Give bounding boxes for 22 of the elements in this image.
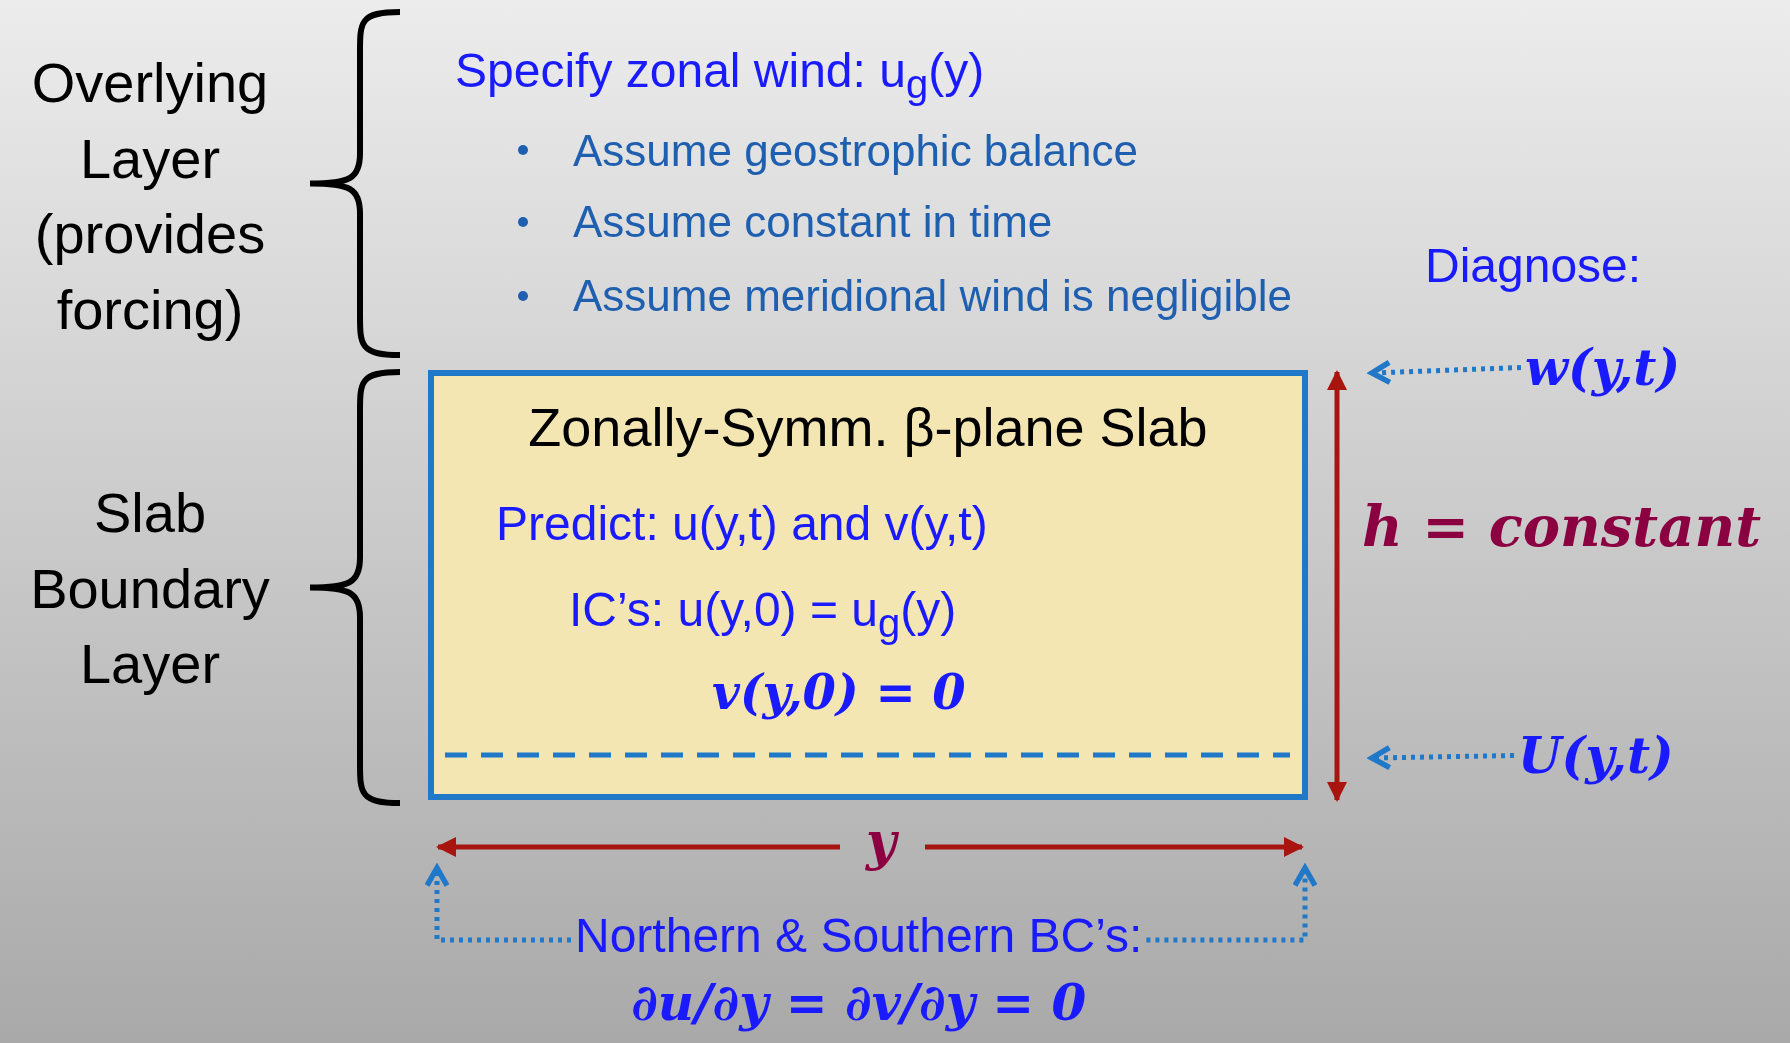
bullet-text: Assume constant in time [573,198,1053,247]
math-label: h = constant [1362,496,1762,558]
equation-text: Predict: u(y,t) and v(y,t) [496,498,988,551]
bullet-text: Assume meridional wind is negligible [573,272,1293,321]
bullet-text: Assume geostrophic balance [573,127,1138,176]
math-label: U(y,t) [1518,728,1674,783]
dotted-arrow [1369,744,1515,771]
boundary-condition-text: Northern & Southern BC’s: [575,910,1143,963]
dotted-arrow [1369,359,1522,386]
layer-label: Overlying Layer (provides forcing) [30,50,270,343]
heading-text: Diagnose: [1425,240,1642,293]
heading-text: Specify zonal wind: u$_{g}$(y) [455,45,985,106]
box-title: Zonally-Symm. β-plane Slab [527,398,1209,458]
dotted-arrow [424,865,571,943]
math-label: y [866,812,897,870]
layer-label: Slab Boundary Layer [29,480,271,698]
dotted-arrow [1146,865,1318,943]
equation-text: v(y,0) = 0 [712,666,966,719]
slab-box [428,370,1308,800]
math-label: w(y,t) [1525,340,1681,395]
equation-text: IC’s: u(y,0) = u$_{g}$(y) [569,584,957,645]
equation-text: ∂u/∂y = ∂v/∂y = 0 [631,974,1087,1030]
